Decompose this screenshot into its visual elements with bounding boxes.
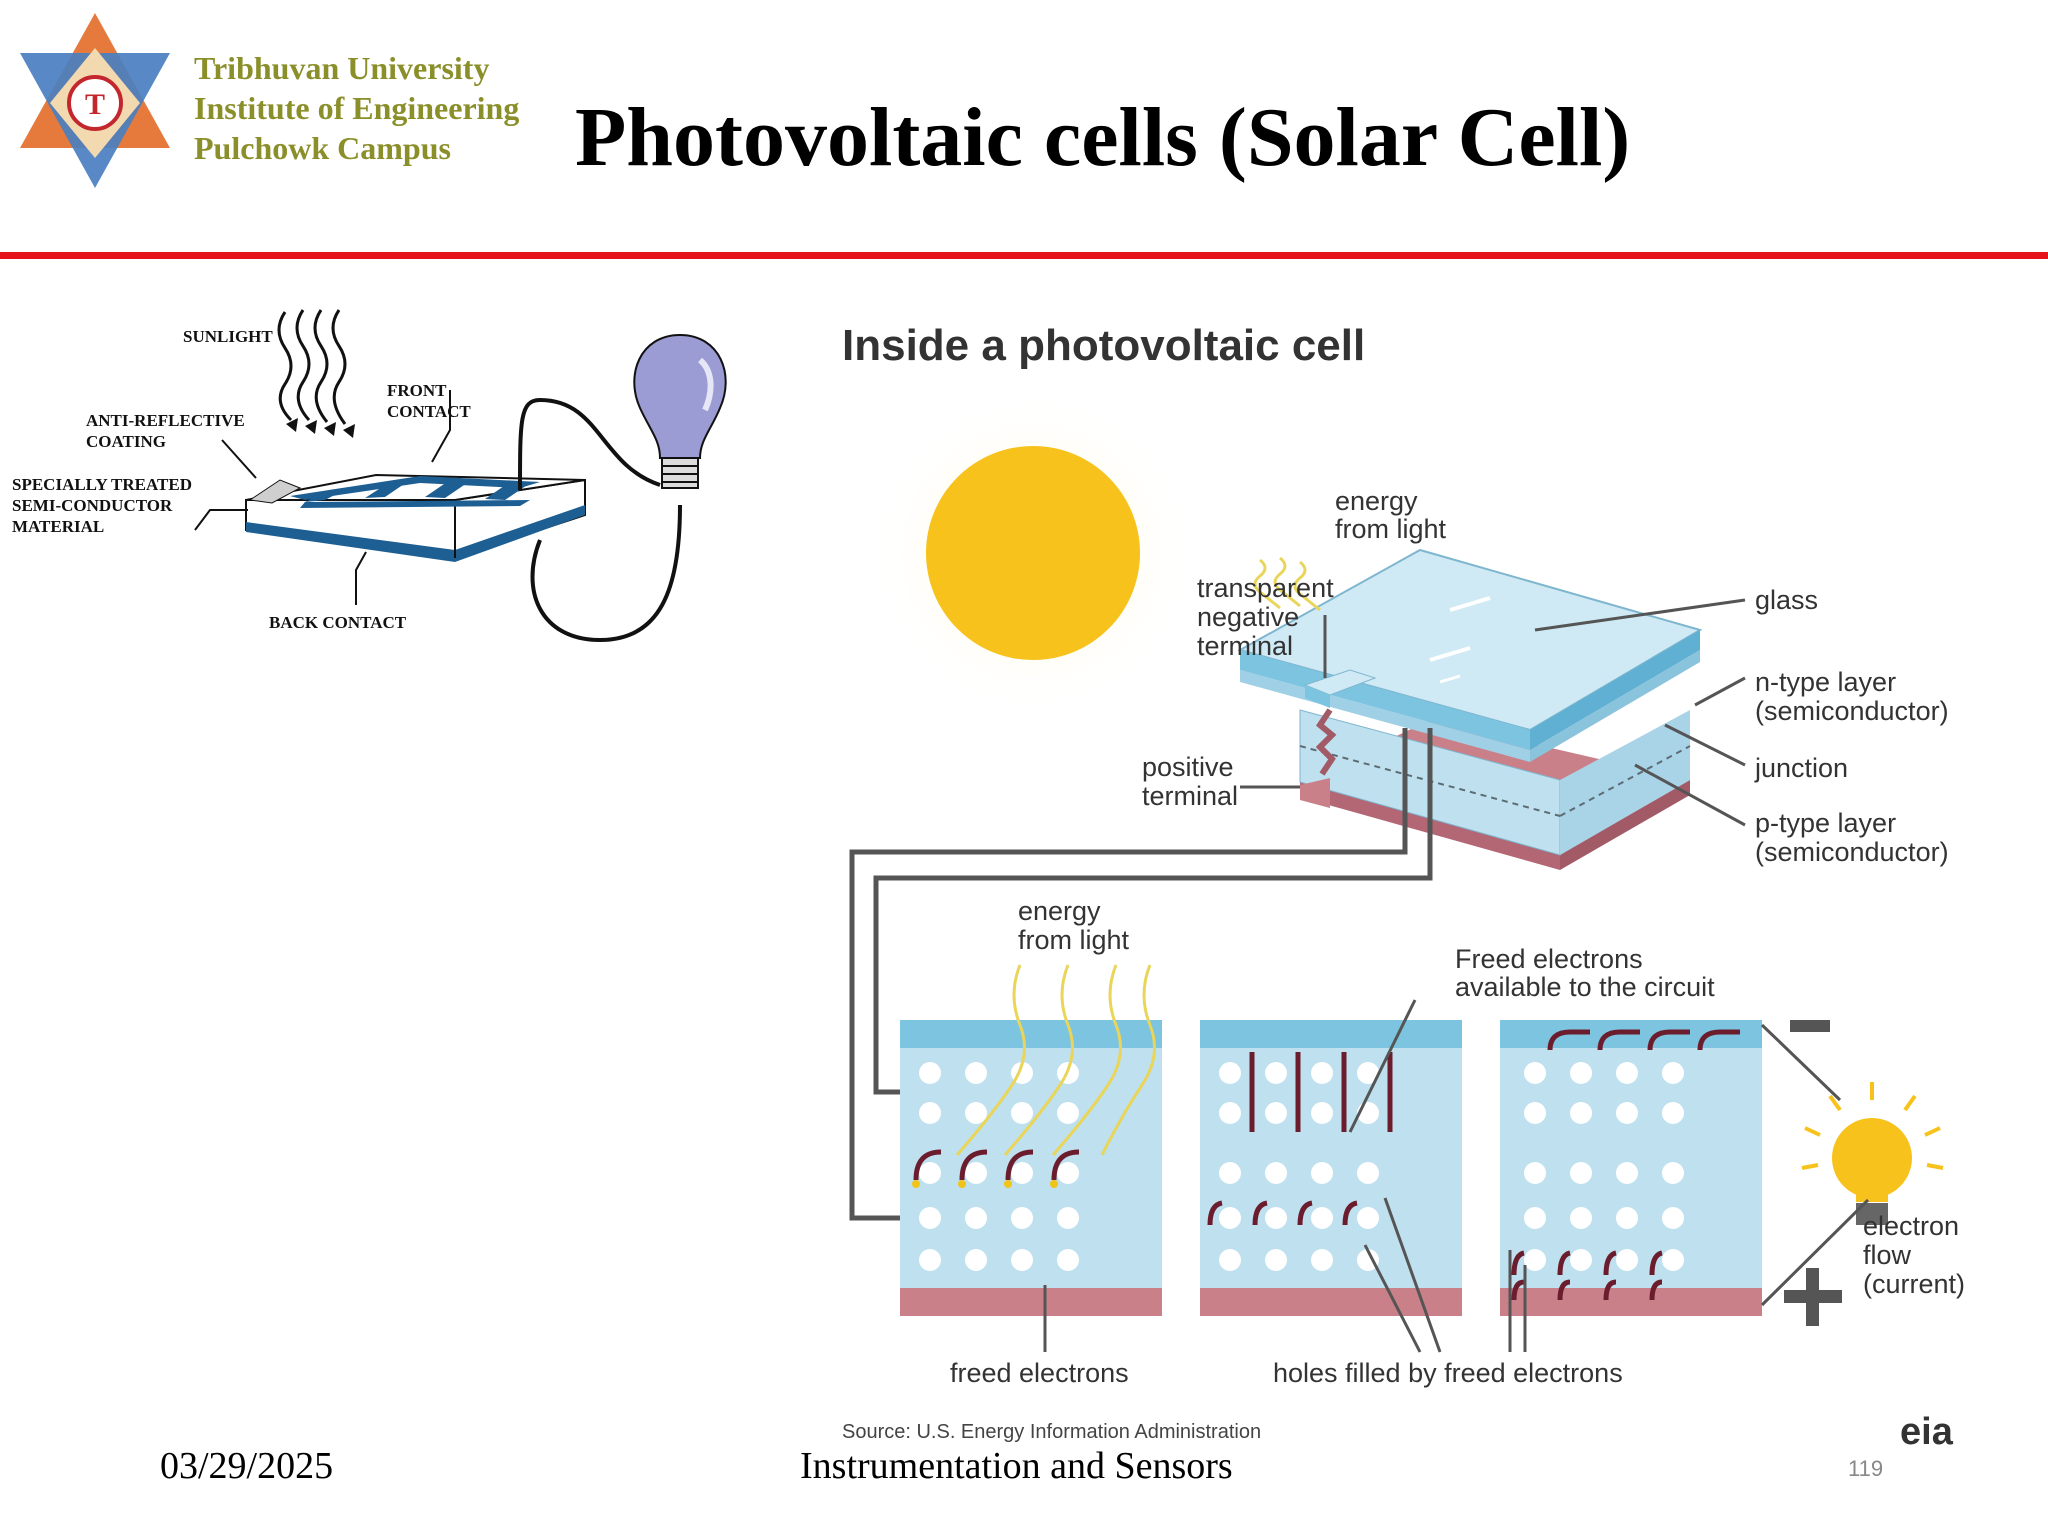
- solar-cell-slab: [245, 473, 586, 562]
- label-n-type-1: n-type layer: [1755, 667, 1896, 697]
- panel-1: [900, 1020, 1162, 1316]
- label-semiconductor-3: MATERIAL: [12, 517, 104, 536]
- glowing-bulb-icon: [1801, 1082, 1944, 1225]
- slide-title: Photovoltaic cells (Solar Cell): [575, 91, 1631, 184]
- label-electron-flow-1: electron: [1863, 1211, 1959, 1241]
- label-transparent-3: terminal: [1197, 631, 1293, 661]
- logo-line-3: Pulchowk Campus: [194, 130, 451, 166]
- label-p-type-1: p-type layer: [1755, 808, 1896, 838]
- title-divider: [0, 252, 2048, 259]
- negative-sign-icon: [1790, 1020, 1830, 1032]
- label-front-contact-2: CONTACT: [387, 402, 471, 421]
- label-freed-available-2: available to the circuit: [1455, 972, 1715, 1002]
- label-holes-filled: holes filled by freed electrons: [1273, 1358, 1623, 1388]
- label-anti-reflective-2: COATING: [86, 432, 166, 451]
- footer-date: 03/29/2025: [160, 1445, 334, 1487]
- sun-icon: [873, 393, 1193, 713]
- label-semiconductor-2: SEMI-CONDUCTOR: [12, 496, 173, 515]
- sunlight-arrowheads: [286, 418, 355, 438]
- label-junction: junction: [1754, 753, 1848, 783]
- label-energy-from-light-bottom-2: from light: [1018, 925, 1130, 955]
- label-front-contact-1: FRONT: [387, 381, 447, 400]
- logo-line-2: Institute of Engineering: [194, 90, 520, 126]
- college-logo: T Tribhuvan University Institute of Engi…: [10, 8, 610, 193]
- light-waves-icon: [1253, 556, 1321, 612]
- footer-course: Instrumentation and Sensors: [800, 1445, 1233, 1487]
- eia-logo: eia: [1900, 1411, 1954, 1450]
- label-semiconductor-1: SPECIALLY TREATED: [12, 475, 192, 494]
- sunlight-rays-icon: [277, 309, 347, 425]
- light-bulb-icon: [633, 333, 727, 489]
- label-back-contact: BACK CONTACT: [269, 613, 407, 632]
- electron-arrows-panel-3: [1511, 1029, 1740, 1301]
- atom-lattice: [919, 1062, 1684, 1271]
- light-waves-bottom-icon: [955, 964, 1156, 1156]
- label-anti-reflective-1: ANTI-REFLECTIVE: [86, 411, 245, 430]
- electron-arrows-panel-1: [913, 1149, 1080, 1181]
- label-freed-available-1: Freed electrons: [1455, 944, 1643, 974]
- label-transparent-1: transparent: [1197, 573, 1334, 603]
- footer-page-number: 119: [1848, 1456, 1884, 1481]
- label-electron-flow-2: flow: [1863, 1240, 1912, 1270]
- label-freed-electrons: freed electrons: [950, 1358, 1129, 1388]
- pv-cell-eia-diagram: Inside a photovoltaic cell: [842, 321, 1965, 1450]
- label-positive-1: positive: [1142, 752, 1234, 782]
- label-source: Source: U.S. Energy Information Administ…: [842, 1421, 1261, 1443]
- label-positive-2: terminal: [1142, 781, 1238, 811]
- label-electron-flow-3: (current): [1863, 1269, 1965, 1299]
- label-sunlight: SUNLIGHT: [183, 327, 273, 346]
- solar-cell-diagram: SUNLIGHT FRONT CONTACT ANTI-REFLECTIVE C…: [12, 309, 727, 643]
- label-glass: glass: [1755, 585, 1818, 615]
- label-n-type-2: (semiconductor): [1755, 696, 1949, 726]
- circuit-wires: [849, 728, 1433, 1221]
- logo-text: Tribhuvan University Institute of Engine…: [194, 48, 519, 168]
- label-energy-from-light-bottom-1: energy: [1018, 896, 1101, 926]
- electron-arrows-panel-2: [1207, 1052, 1393, 1226]
- positive-sign-icon: [1784, 1268, 1842, 1326]
- logo-line-1: Tribhuvan University: [194, 50, 490, 86]
- label-energy-from-light-top-2: from light: [1335, 514, 1447, 544]
- svg-text:T: T: [85, 88, 105, 121]
- label-energy-from-light-top-1: energy: [1335, 486, 1418, 516]
- label-p-type-2: (semiconductor): [1755, 837, 1949, 867]
- diagram-title: Inside a photovoltaic cell: [842, 321, 1365, 370]
- star-emblem-icon: T: [20, 13, 170, 188]
- label-transparent-2: negative: [1197, 602, 1299, 632]
